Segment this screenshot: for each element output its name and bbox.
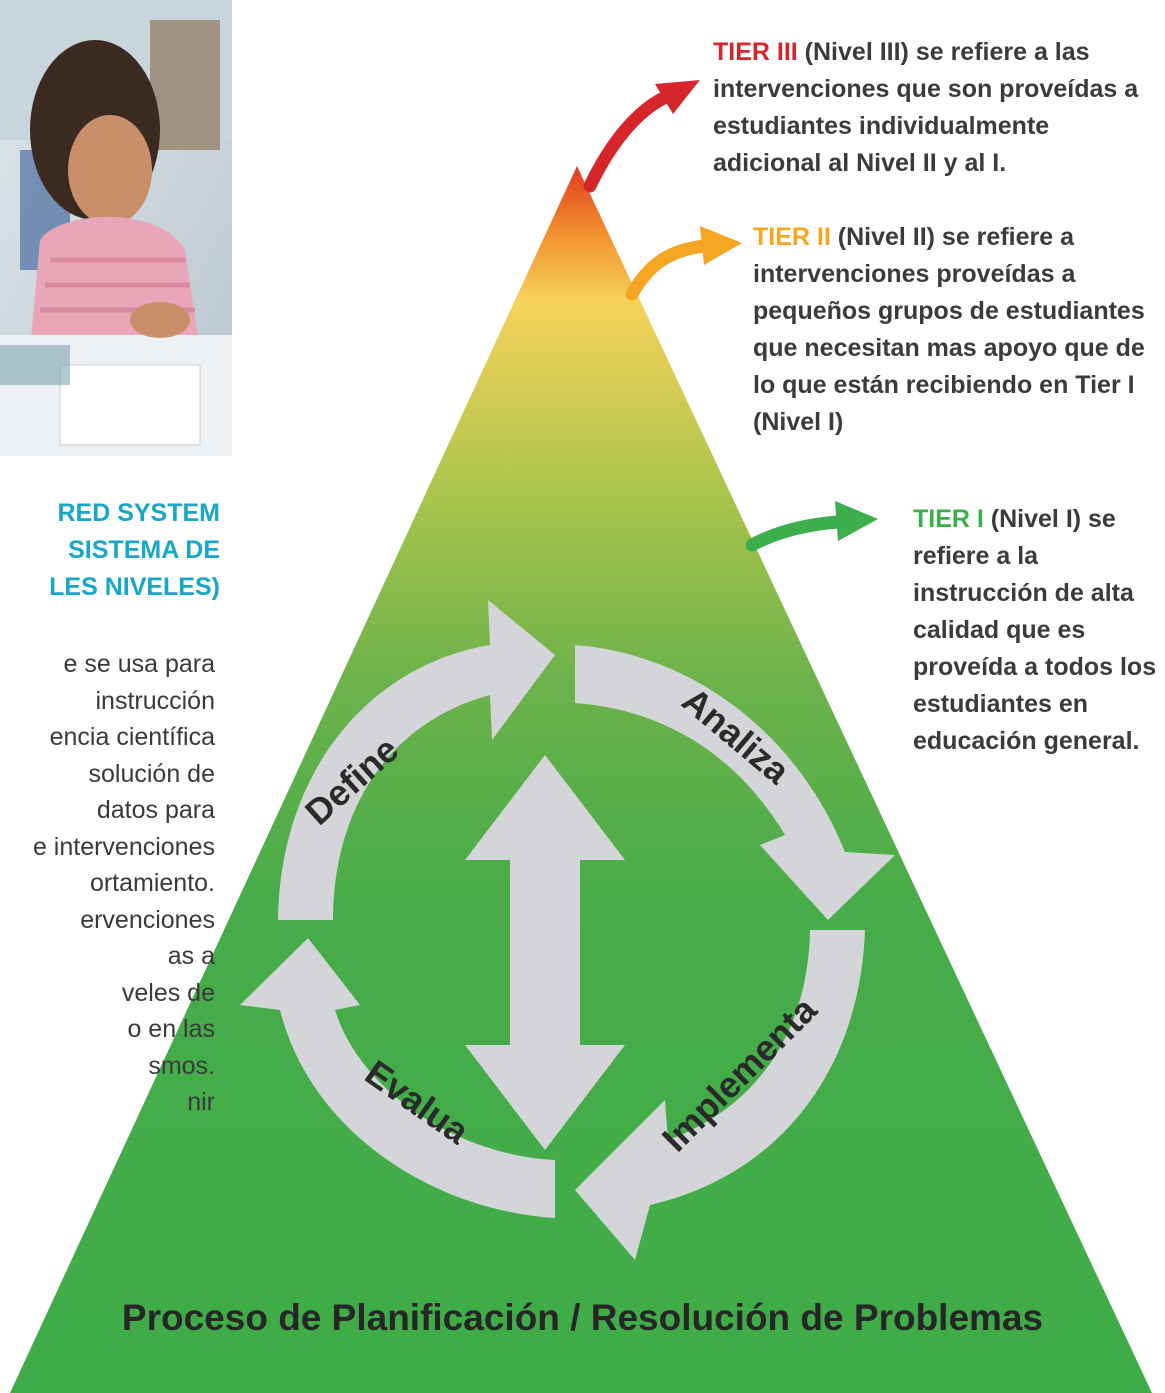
tier1-text: (Nivel I) se refiere a la instrucción de…	[913, 505, 1157, 755]
tier3-arrowhead	[655, 80, 700, 114]
side-body-line: as a	[167, 942, 215, 970]
tier3-text: (Nivel III) se refiere a las intervencio…	[713, 38, 1139, 177]
cycle	[240, 600, 895, 1260]
side-title-line: RED SYSTEM	[57, 499, 220, 527]
tier3-description: TIER III (Nivel III) se refiere a las in…	[713, 34, 1143, 182]
side-body-line: ortamiento.	[89, 869, 215, 897]
side-body-line: smos.	[148, 1051, 215, 1080]
diagram-caption: Proceso de Planificación / Resolución de…	[121, 1297, 1044, 1338]
tier2-arrow	[625, 239, 711, 301]
tier2-text: (Nivel II) se refiere a intervenciones p…	[753, 223, 1145, 436]
tier1-description: TIER I (Nivel I) se refiere a la instruc…	[913, 501, 1158, 760]
side-title-line: LES NIVELES)	[49, 573, 220, 601]
tier2-arrowhead	[700, 226, 742, 265]
side-body-line: encia científica	[49, 723, 215, 751]
student-photo	[0, 0, 232, 456]
tier2-name: TIER II	[753, 223, 831, 251]
tier3-name: TIER III	[713, 38, 798, 66]
tier3-arrow	[583, 89, 675, 193]
side-body: e se usa para instrucción encia científi…	[0, 646, 215, 1121]
double-arrow	[465, 755, 625, 1150]
pyramid	[10, 166, 1152, 1393]
analiza-arrow	[575, 645, 895, 920]
side-body-line: o en las	[127, 1015, 215, 1043]
tier2-description: TIER II (Nivel II) se refiere a interven…	[753, 219, 1153, 441]
tier1-name: TIER I	[913, 505, 984, 533]
side-body-line: datos para	[96, 796, 215, 824]
side-body-line: e se usa para	[63, 650, 216, 678]
define-arrow	[278, 600, 555, 920]
side-body-line: ervenciones	[80, 905, 215, 934]
side-body-line: nir	[187, 1088, 215, 1116]
side-body-line: solución de	[88, 759, 215, 788]
side-body-line: e intervenciones	[32, 832, 215, 861]
implementa-arrow	[575, 930, 865, 1260]
tier1-arrow	[745, 515, 845, 552]
side-title: RED SYSTEM SISTEMA DE LES NIVELES)	[0, 495, 220, 606]
tier1-arrowhead	[835, 501, 878, 541]
evalua-arrow	[240, 938, 555, 1218]
side-title-line: SISTEMA DE	[68, 536, 220, 564]
side-body-line: instrucción	[95, 686, 216, 715]
side-body-line: veles de	[121, 978, 215, 1007]
